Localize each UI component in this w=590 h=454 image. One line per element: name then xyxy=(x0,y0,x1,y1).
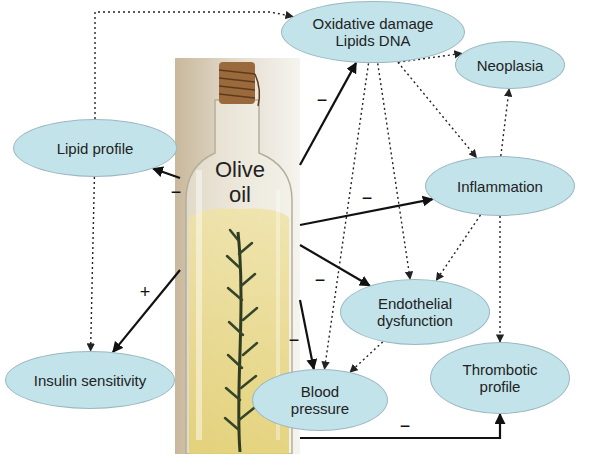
sign-label: − xyxy=(362,191,373,205)
leaf xyxy=(243,308,257,320)
leaf xyxy=(226,388,240,400)
sign-label: − xyxy=(400,419,411,433)
node-label: Oxidative damage Lipids DNA xyxy=(308,15,438,49)
node-text-group: Inflammation xyxy=(457,178,543,195)
leaf xyxy=(243,343,257,355)
solid-arrow xyxy=(153,169,180,179)
node-text-group: Endothelial dysfunction xyxy=(365,295,465,329)
node-label: Endothelial dysfunction xyxy=(365,295,465,329)
dotted-arrow xyxy=(436,215,480,280)
dotted-arrow xyxy=(350,342,383,372)
solid-arrow xyxy=(113,270,180,352)
node-label: Blood pressure xyxy=(284,383,356,417)
string-line xyxy=(219,86,255,90)
node-label: Lipid profile xyxy=(57,140,134,157)
node-text-group: Lipid profile xyxy=(57,140,134,157)
leaf xyxy=(228,288,242,300)
node-text-group: Olive oil xyxy=(208,157,272,207)
string-line xyxy=(219,78,255,82)
string-line xyxy=(219,70,255,74)
bottle-label: Olive oil xyxy=(208,157,272,207)
ellipse-node: Blood pressure xyxy=(252,369,388,431)
leaf xyxy=(229,322,243,335)
solid-arrow xyxy=(300,245,370,286)
leaf xyxy=(239,243,252,254)
cork xyxy=(219,62,255,104)
node-label: Inflammation xyxy=(457,178,543,195)
sign-label: − xyxy=(317,93,328,107)
sign-label: + xyxy=(140,285,151,299)
cork-string xyxy=(219,70,259,106)
dotted-arrow xyxy=(378,63,410,279)
ellipse-node: Endothelial dysfunction xyxy=(340,279,490,345)
dotted-arrow xyxy=(91,177,95,351)
node-label: Neoplasia xyxy=(477,57,544,74)
dotted-arrow xyxy=(499,216,500,342)
ellipse-node: Inflammation xyxy=(425,156,575,216)
solid-arrow xyxy=(300,63,356,165)
glass-highlight xyxy=(196,170,202,440)
node-label: Thrombotic profile xyxy=(452,361,548,395)
ellipse-node: Oxidative damage Lipids DNA xyxy=(281,1,465,64)
node-label: Insulin sensitivity xyxy=(34,372,147,389)
leaf xyxy=(230,230,238,240)
node-text-group: Oxidative damage Lipids DNA xyxy=(308,15,438,49)
ellipse-node: Neoplasia xyxy=(455,41,565,89)
dotted-arrow xyxy=(501,89,509,156)
sign-label: − xyxy=(289,333,300,347)
node-text-group: Neoplasia xyxy=(477,57,544,74)
string-line xyxy=(255,74,259,106)
sign-label: − xyxy=(315,273,326,287)
leaf xyxy=(241,274,255,286)
sign-label: − xyxy=(171,185,182,199)
leaf xyxy=(241,376,256,388)
ellipse-node: Insulin sensitivity xyxy=(5,351,175,409)
node-text-group: Insulin sensitivity xyxy=(34,372,147,389)
dotted-arrow xyxy=(95,12,293,119)
leaf xyxy=(225,418,239,430)
ellipse-node: Lipid profile xyxy=(13,119,177,177)
leaf xyxy=(227,256,240,268)
string-line xyxy=(219,94,255,98)
leaf xyxy=(239,408,254,420)
solid-arrow xyxy=(300,300,314,369)
node-text-group: Blood pressure xyxy=(284,383,356,417)
ellipse-node: Thrombotic profile xyxy=(430,342,570,414)
leaf xyxy=(228,355,242,368)
node-text-group: Thrombotic profile xyxy=(452,361,548,395)
